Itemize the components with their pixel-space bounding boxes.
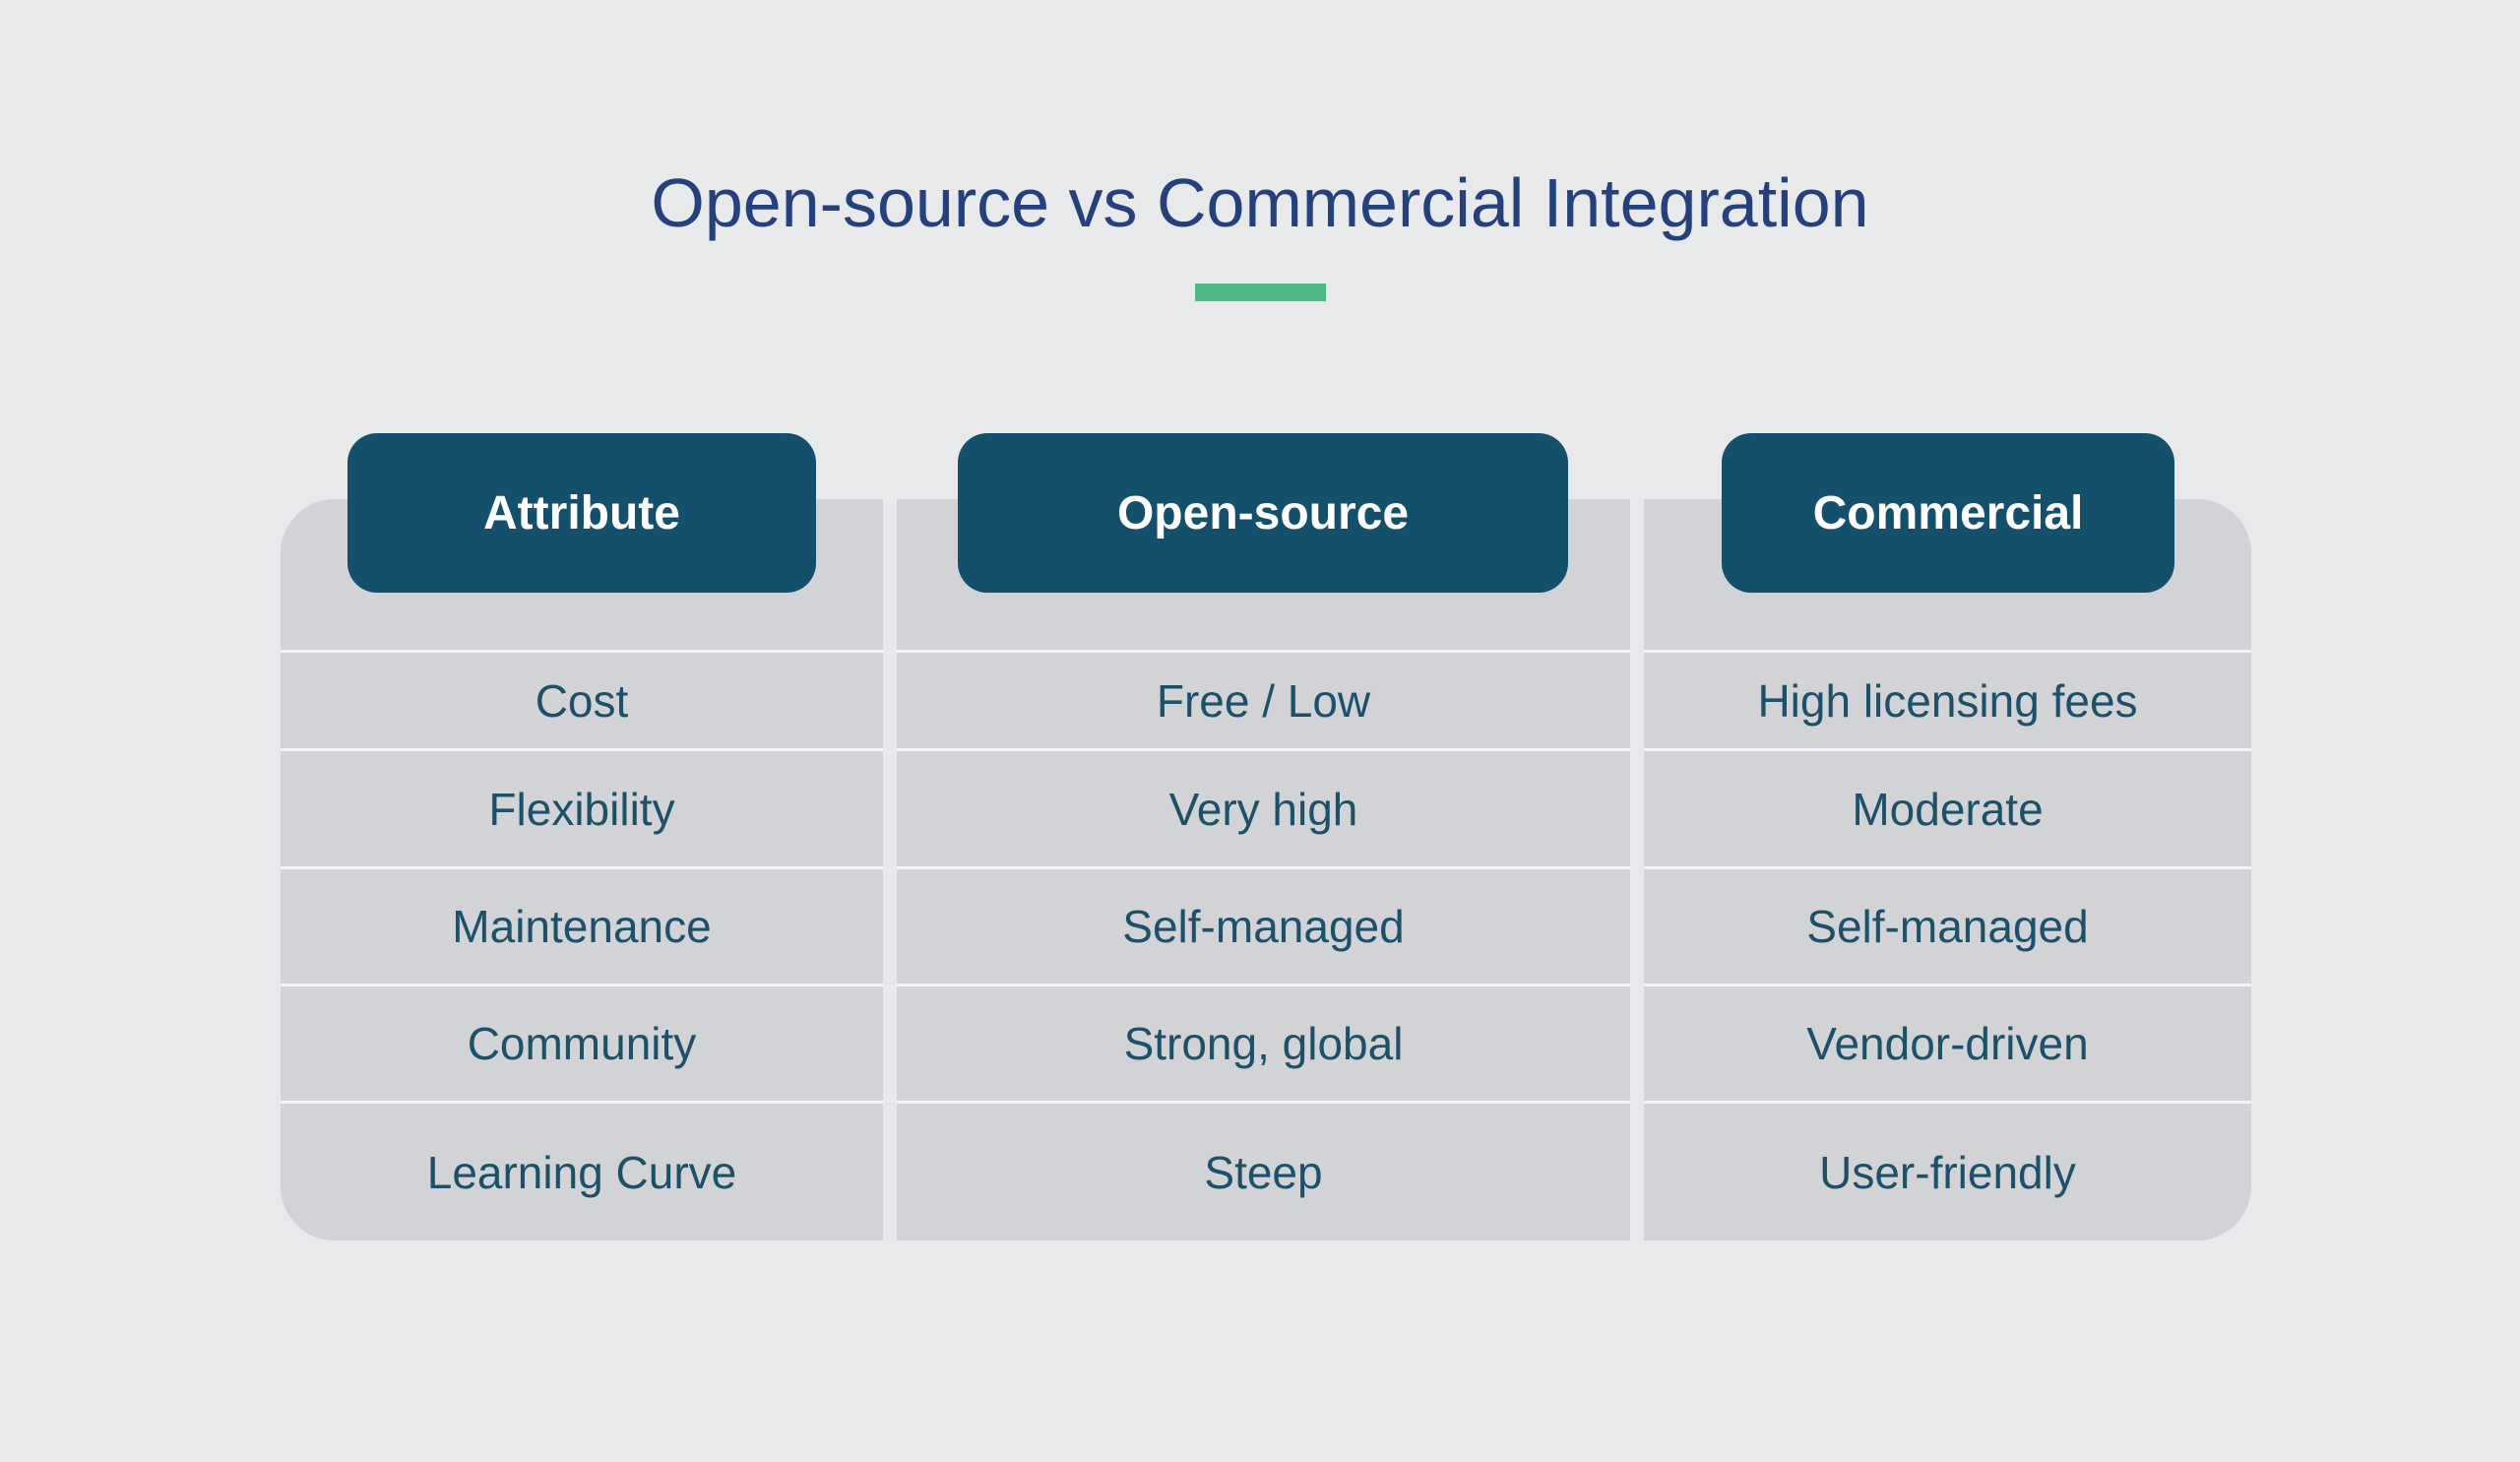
comparison-table: Cost Flexibility Maintenance Community L…	[281, 499, 2251, 1240]
table-column-attribute: Cost Flexibility Maintenance Community L…	[281, 499, 883, 1240]
title-accent-bar	[1195, 284, 1326, 301]
table-cell-commercial-community: Vendor-driven	[1644, 984, 2251, 1101]
table-cell-attribute-learning-curve: Learning Curve	[281, 1101, 883, 1240]
column-header-attribute: Attribute	[347, 433, 816, 593]
table-column-commercial: High licensing fees Moderate Self-manage…	[1644, 499, 2251, 1240]
table-cell-open-source-learning-curve: Steep	[897, 1101, 1630, 1240]
page-title: Open-source vs Commercial Integration	[651, 164, 1869, 241]
table-cell-attribute-flexibility: Flexibility	[281, 748, 883, 866]
table-cell-commercial-learning-curve: User-friendly	[1644, 1101, 2251, 1240]
table-cell-attribute-maintenance: Maintenance	[281, 866, 883, 984]
table-cell-commercial-cost: High licensing fees	[1644, 650, 2251, 748]
table-cell-commercial-maintenance: Self-managed	[1644, 866, 2251, 984]
table-cell-open-source-community: Strong, global	[897, 984, 1630, 1101]
table-cell-attribute-cost: Cost	[281, 650, 883, 748]
table-cell-commercial-flexibility: Moderate	[1644, 748, 2251, 866]
table-cell-open-source-maintenance: Self-managed	[897, 866, 1630, 984]
table-cell-open-source-flexibility: Very high	[897, 748, 1630, 866]
table-cell-attribute-community: Community	[281, 984, 883, 1101]
table-column-open-source: Free / Low Very high Self-managed Strong…	[897, 499, 1630, 1240]
column-header-open-source: Open-source	[958, 433, 1568, 593]
table-cell-open-source-cost: Free / Low	[897, 650, 1630, 748]
column-header-commercial: Commercial	[1722, 433, 2174, 593]
